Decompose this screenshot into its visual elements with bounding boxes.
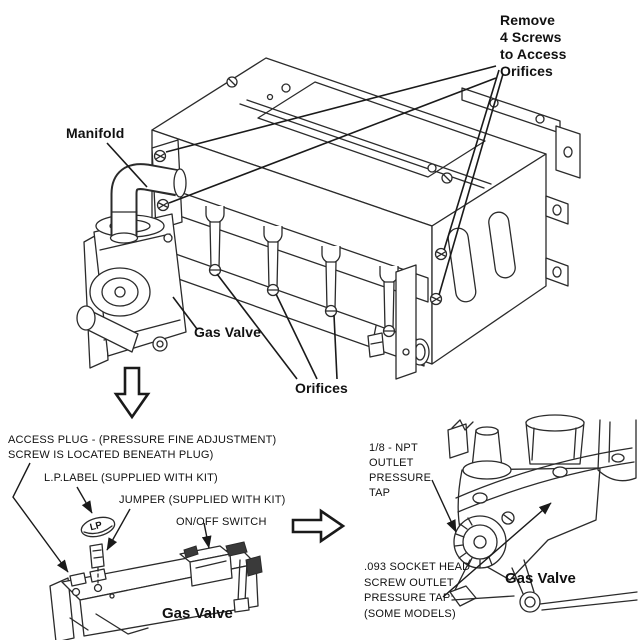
label-orifices: Orifices — [295, 380, 348, 396]
leader-line-gas-valve-main — [172, 296, 198, 330]
screw-icons — [153, 149, 448, 306]
leader-arrows-detail-left — [12, 462, 212, 573]
label-manifold: Manifold — [66, 125, 125, 141]
right-arrow-icon — [291, 508, 346, 544]
down-arrow-icon — [113, 366, 151, 420]
leader-lines-orifices — [216, 273, 338, 380]
label-gas-valve-main: Gas Valve — [194, 324, 262, 340]
gas-valve-left-drawing — [49, 516, 263, 640]
gas-valve-right-drawing — [447, 414, 638, 613]
label-on-off-switch: ON/OFF SWITCH — [176, 516, 267, 528]
orifice-spuds — [208, 221, 396, 338]
leader-lines-remove-screws — [165, 65, 504, 296]
burner-box-drawing — [151, 57, 581, 380]
manifold-pipe — [109, 163, 187, 244]
label-gas-valve-right: Gas Valve — [505, 570, 576, 587]
label-npt-tap: 1/8 - NPT OUTLET PRESSURE TAP — [369, 442, 432, 499]
label-access-plug: ACCESS PLUG - (PRESSURE FINE ADJUSTMENT)… — [8, 434, 277, 461]
leader-arrows-detail-right — [431, 479, 552, 598]
label-lp-label: L.P.LABEL (SUPPLIED WITH KIT) — [44, 472, 218, 484]
leader-line-manifold — [106, 142, 148, 188]
label-remove-screws: Remove 4 Screws to Access Orifices — [500, 12, 567, 79]
label-socket-tap: .093 SOCKET HEAD SCREW OUTLET PRESSURE T… — [364, 561, 471, 620]
label-jumper: JUMPER (SUPPLIED WITH KIT) — [119, 494, 286, 506]
label-gas-valve-left: Gas Valve — [162, 605, 233, 622]
